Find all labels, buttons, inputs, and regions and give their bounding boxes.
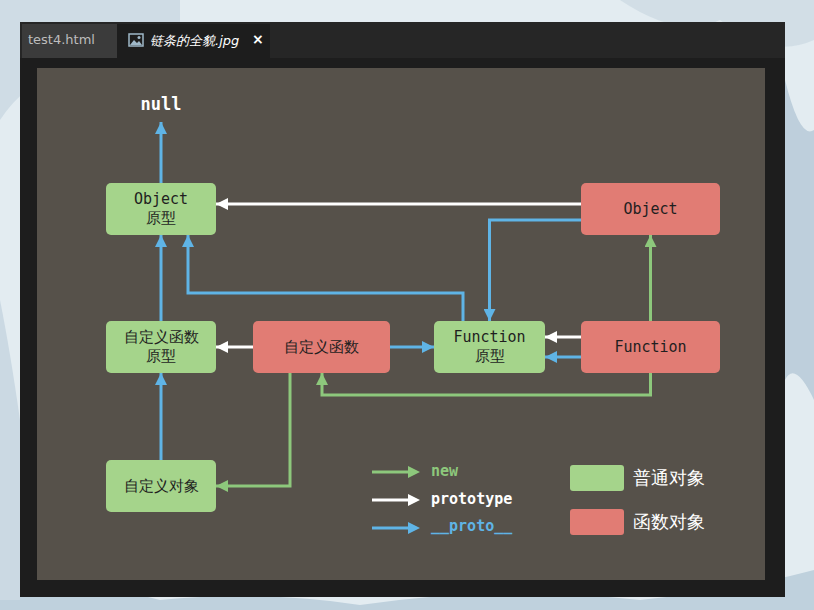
prototype-chain-arrow	[545, 356, 581, 359]
prototype-chain-arrow	[322, 373, 651, 395]
node-label: Object	[623, 200, 677, 219]
legend-plain-object: 普通对象	[633, 466, 705, 490]
node-label: 自定义函数	[284, 338, 359, 357]
new-arrow-sample	[408, 466, 420, 478]
legend-new: new	[431, 462, 458, 480]
node-label: Function	[614, 338, 686, 357]
legend-proto: __proto__	[431, 517, 512, 535]
image-icon	[128, 33, 144, 47]
prototype-chain-arrow	[490, 220, 582, 321]
node-label: null	[141, 94, 182, 115]
prototype-arrow-sample	[408, 494, 420, 506]
tab-title: test4.html	[28, 32, 95, 47]
prototype-chain-arrow	[160, 122, 163, 183]
close-mark: ×	[252, 31, 264, 47]
function-function-box: Function	[581, 321, 720, 373]
null-terminal: null	[133, 88, 190, 122]
function-prototype-box: Function 原型	[434, 321, 545, 373]
prototype-chain-arrow	[649, 235, 652, 321]
node-label: 自定义对象	[124, 477, 199, 496]
object-function-box: Object	[581, 183, 720, 235]
legend-function-object: 函数对象	[633, 510, 705, 534]
node-label: 自定义函数 原型	[124, 328, 199, 366]
prototype-chain-arrow	[216, 346, 253, 349]
prototype-chain-arrow	[390, 346, 434, 349]
custom-function-box: 自定义函数	[253, 321, 390, 373]
prototype-chain-arrow	[160, 373, 163, 460]
prototype-line-sample	[372, 499, 410, 502]
prototype-chain-arrow	[160, 235, 163, 321]
node-label: Object 原型	[134, 190, 188, 228]
proto-line-sample	[372, 527, 410, 530]
legend-swatch	[570, 465, 624, 491]
node-label: Function 原型	[453, 328, 525, 366]
legend-swatch	[570, 509, 624, 535]
tab-title: 链条的全貌.jpg	[150, 32, 239, 50]
new-line-sample	[372, 471, 410, 474]
prototype-chain-arrow	[188, 235, 463, 321]
prototype-chain-arrow	[216, 373, 290, 486]
legend-prototype: prototype	[431, 490, 512, 508]
prototype-chain-arrow	[216, 203, 581, 206]
prototype-chain-arrow	[545, 336, 581, 339]
object-prototype-box: Object 原型	[106, 183, 216, 235]
custom-object-box: 自定义对象	[106, 460, 216, 512]
custom-prototype-box: 自定义函数 原型	[106, 321, 216, 373]
proto-arrow-sample	[408, 522, 420, 534]
